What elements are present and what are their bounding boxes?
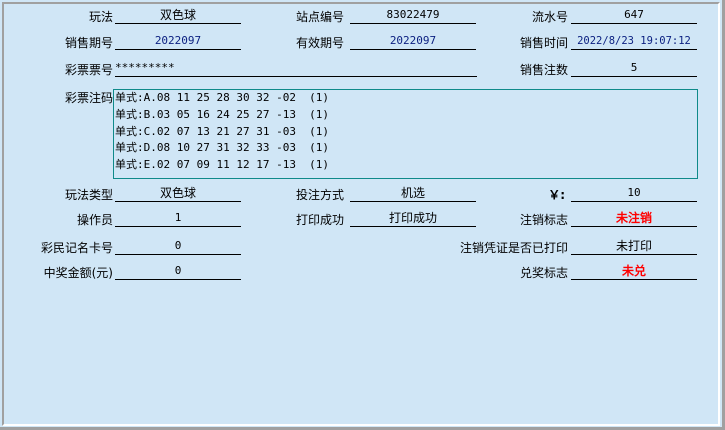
bet-note-line: 单式:E.02 07 09 11 12 17 -13 (1) <box>115 158 330 172</box>
redeem-flag-field: 未兑 <box>571 262 697 280</box>
play-type-field: 双色球 <box>115 184 241 202</box>
serial-no-label: 流水号 <box>531 10 568 24</box>
amount-label: ￥: <box>548 188 565 202</box>
bet-note-line: 单式:D.08 10 27 31 32 33 -03 (1) <box>115 141 330 155</box>
member-card-field: 0 <box>115 237 241 255</box>
valid-period-field: 2022097 <box>350 32 476 50</box>
bet-notes-box[interactable]: 单式:A.08 11 25 28 30 32 -02 (1) 单式:B.03 0… <box>113 89 698 179</box>
sale-period-field: 2022097 <box>115 32 241 50</box>
station-no-field: 83022479 <box>350 6 476 24</box>
station-no-label: 站点编号 <box>295 10 344 24</box>
play-method-field: 双色球 <box>115 6 241 24</box>
notes-label: 彩票注码 <box>64 91 113 105</box>
operator-field: 1 <box>115 209 241 227</box>
cancel-flag-field: 未注销 <box>571 209 697 227</box>
cancel-printed-label: 注销凭证是否已打印 <box>459 241 568 255</box>
play-type-label: 玩法类型 <box>64 188 113 202</box>
operator-label: 操作员 <box>76 213 113 227</box>
bet-count-label: 销售注数 <box>519 63 568 77</box>
valid-period-label: 有效期号 <box>295 36 344 50</box>
prize-amount-label: 中奖金额(元) <box>43 266 113 280</box>
play-method-label: 玩法 <box>88 10 113 24</box>
bet-note-line: 单式:A.08 11 25 28 30 32 -02 (1) <box>115 91 330 104</box>
sale-time-label: 销售时间 <box>519 36 568 50</box>
bet-mode-label: 投注方式 <box>295 188 344 202</box>
print-status-field: 打印成功 <box>350 209 476 227</box>
ticket-no-label: 彩票票号 <box>64 63 113 77</box>
bet-note-line: 单式:C.02 07 13 21 27 31 -03 (1) <box>115 124 330 138</box>
sale-period-label: 销售期号 <box>64 36 113 50</box>
serial-no-field: 647 <box>571 6 697 24</box>
bet-mode-field: 机选 <box>350 184 476 202</box>
print-status-label: 打印成功 <box>295 213 344 227</box>
panel-border <box>2 2 720 426</box>
amount-field: 10 <box>571 184 697 202</box>
cancel-flag-label: 注销标志 <box>519 213 568 227</box>
member-card-label: 彩民记名卡号 <box>40 241 113 255</box>
redeem-flag-label: 兑奖标志 <box>519 266 568 280</box>
bet-count-field: 5 <box>571 59 697 77</box>
bet-note-line: 单式:B.03 05 16 24 25 27 -13 (1) <box>115 107 330 121</box>
ticket-no-field: ********* <box>115 59 477 77</box>
cancel-printed-field: 未打印 <box>571 237 697 255</box>
prize-amount-field: 0 <box>115 262 241 280</box>
sale-time-field: 2022/8/23 19:07:12 <box>571 32 697 50</box>
